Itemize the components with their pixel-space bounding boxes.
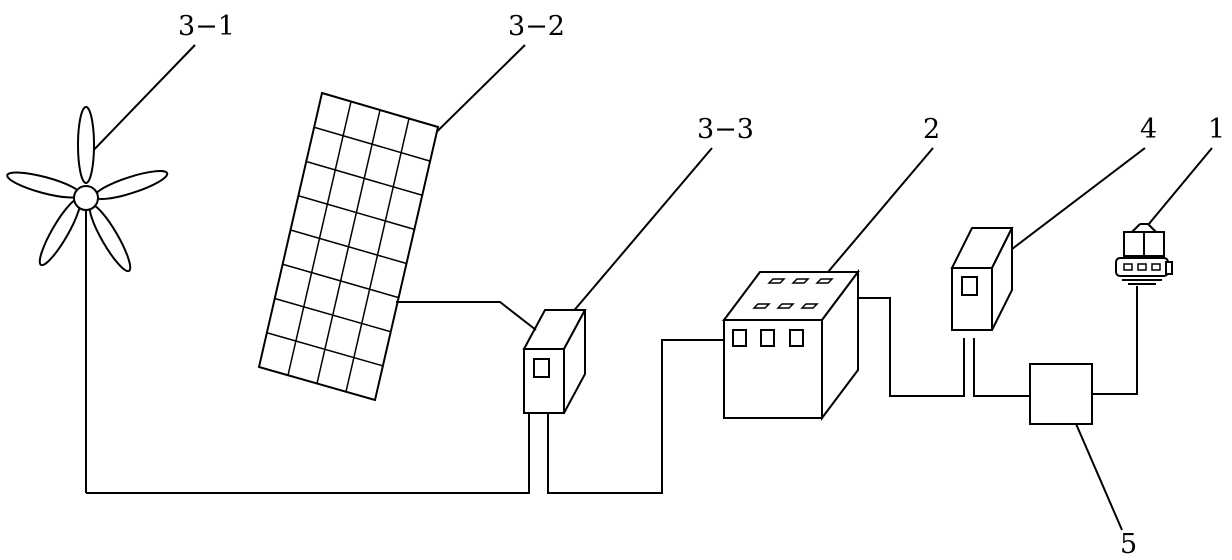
panel-grid-line xyxy=(298,195,415,231)
leader-lines xyxy=(85,44,1213,531)
panel-grid-line xyxy=(290,229,407,265)
label-3-3: 3−3 xyxy=(697,114,754,145)
label-3-2: 3−2 xyxy=(508,11,565,42)
controller-window xyxy=(533,358,550,378)
junction-box xyxy=(1029,363,1093,425)
solar-panel xyxy=(257,91,440,402)
wind-turbine xyxy=(6,106,169,493)
lamp xyxy=(1115,223,1173,285)
panel-grid-line xyxy=(306,160,423,196)
battery-unit xyxy=(722,269,860,421)
wiring xyxy=(86,286,1138,494)
panel-grid-line xyxy=(313,126,431,162)
cabinet-window xyxy=(961,276,978,296)
panel-grid-line xyxy=(266,332,384,367)
label-1: 1 xyxy=(1208,114,1225,145)
label-5: 5 xyxy=(1120,529,1137,560)
controller-box xyxy=(522,309,587,414)
wind-turbine-hub xyxy=(73,185,99,211)
panel-grid-line xyxy=(274,297,391,333)
label-4: 4 xyxy=(1140,114,1157,145)
panel-grid-line xyxy=(282,263,399,299)
cabinet xyxy=(950,227,1014,331)
label-3-1: 3−1 xyxy=(178,11,235,42)
label-2: 2 xyxy=(923,114,940,145)
